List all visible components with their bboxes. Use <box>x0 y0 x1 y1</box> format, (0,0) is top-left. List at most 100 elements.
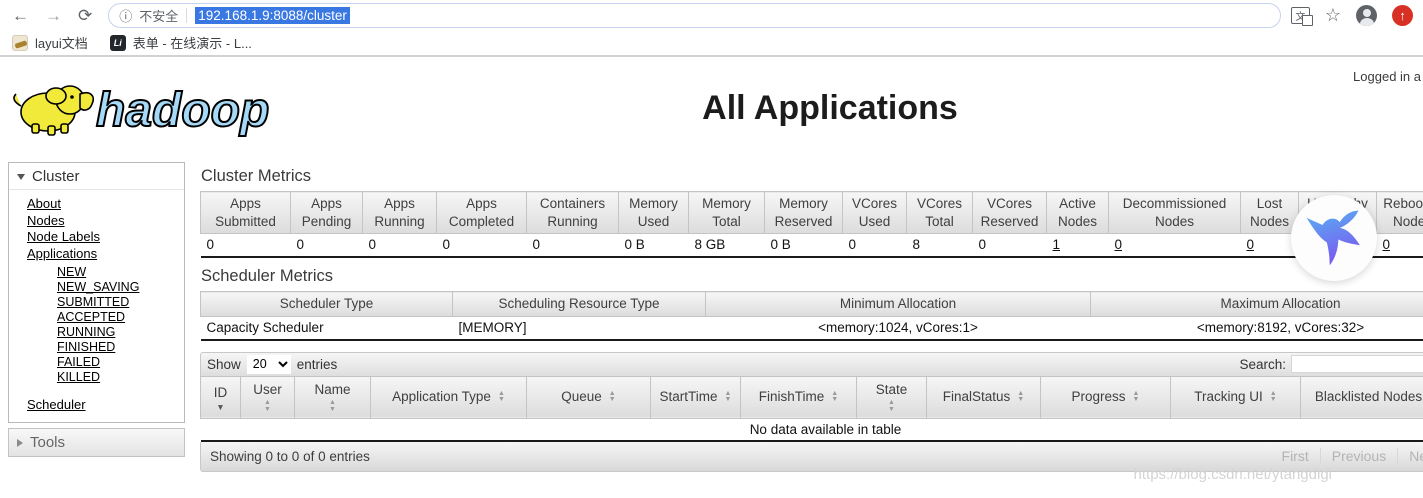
sidebar-link[interactable]: Node Labels <box>27 229 100 244</box>
sidebar-link[interactable]: Nodes <box>27 212 65 228</box>
cluster-metrics-value[interactable]: 0 <box>200 233 291 259</box>
pagination: First PreviousNext <box>1271 442 1423 471</box>
pagination-button[interactable]: Next <box>1397 448 1423 465</box>
cluster-metrics-column-header: Apps Running <box>362 190 437 235</box>
pagination-button[interactable]: First <box>1281 448 1309 465</box>
page-length-control: Show 20 entries <box>207 354 337 374</box>
empty-message: No data available in table <box>200 418 1423 442</box>
sidebar-tools-header[interactable]: Tools <box>8 428 185 457</box>
state-link[interactable]: NEW <box>57 265 87 279</box>
info-icon[interactable]: ⓘ <box>119 8 133 24</box>
address-bar[interactable]: ⓘ 不安全 192.168.1.9:8088/cluster <box>108 2 1281 28</box>
url-text[interactable]: 192.168.1.9:8088/cluster <box>195 6 350 24</box>
column-header-label: FinalStatus <box>942 389 1011 405</box>
applications-column-header[interactable]: Progress <box>1040 375 1171 419</box>
yarn-page: Logged in a hadoop All Applications Clus… <box>0 57 1423 496</box>
cluster-metrics-column-header: Rebooted Nodes <box>1376 190 1423 235</box>
sort-icon <box>725 391 732 404</box>
cluster-metrics-column-header: VCores Total <box>906 190 973 235</box>
applications-column-header[interactable]: User <box>240 375 295 419</box>
sidebar-link-scheduler[interactable]: Scheduler <box>27 397 86 412</box>
cluster-metrics-column-header: Lost Nodes <box>1240 190 1299 235</box>
cluster-metrics-value[interactable]: 1 <box>1046 233 1109 259</box>
applications-column-header[interactable]: FinalStatus <box>926 375 1041 419</box>
applications-column-header[interactable]: Tracking UI <box>1170 375 1301 419</box>
state-link[interactable]: SUBMITTED <box>57 295 130 309</box>
cluster-metrics-value[interactable]: 8 <box>906 233 973 259</box>
cluster-metrics-value[interactable]: 0 <box>526 233 619 259</box>
sidebar-cluster-header[interactable]: Cluster <box>9 163 184 190</box>
applications-column-header[interactable]: State <box>856 375 927 419</box>
hadoop-logo-text: hadoop <box>96 84 269 137</box>
state-link[interactable]: FINISHED <box>57 340 116 354</box>
page-size-select[interactable]: 20 <box>246 354 291 374</box>
sort-icon <box>888 400 895 413</box>
cluster-metrics-value[interactable]: 0 <box>1240 233 1299 259</box>
scheduler-metrics-column-header: Maximum Allocation <box>1090 291 1423 317</box>
cluster-metrics-column-header: Decommissioned Nodes <box>1108 190 1241 235</box>
cluster-metrics-value[interactable]: 0 B <box>764 233 843 259</box>
sidebar-link[interactable]: About <box>27 196 61 211</box>
bookmark-star-icon[interactable]: ☆ <box>1324 5 1341 25</box>
sidebar-link-item: About <box>27 196 184 213</box>
scheduler-metrics-value: Capacity Scheduler <box>200 316 453 341</box>
bookmark-layui-docs[interactable]: layui文档 <box>12 33 88 52</box>
applications-column-header[interactable]: FinishTime <box>740 375 857 419</box>
state-link[interactable]: KILLED <box>57 370 101 384</box>
hadoop-logo: hadoop <box>4 74 304 143</box>
cluster-metrics-value[interactable]: 0 <box>436 233 527 259</box>
security-label: 不安全 <box>139 8 179 24</box>
tools-section-label: Tools <box>30 434 66 451</box>
datatable-footer: Showing 0 to 0 of 0 entries First Previou… <box>200 441 1423 472</box>
profile-avatar-icon[interactable] <box>1356 4 1377 26</box>
logged-in-text: Logged in a <box>1353 69 1421 84</box>
xunlei-float-widget[interactable] <box>1291 195 1377 281</box>
search-input[interactable] <box>1291 355 1423 374</box>
chrome-update-icon[interactable]: ↑ <box>1392 4 1413 26</box>
cluster-section-label: Cluster <box>32 168 80 185</box>
column-header-label: Tracking UI <box>1194 389 1263 405</box>
bookmarks-bar: layui文档 Li 表单 - 在线演示 - L... <box>0 30 1423 57</box>
cluster-metrics-value[interactable]: 0 <box>362 233 437 259</box>
scheduler-metrics-column-header: Minimum Allocation <box>705 291 1091 317</box>
cluster-metrics-value[interactable]: 0 <box>1376 233 1423 259</box>
sort-icon <box>498 391 505 404</box>
applications-column-header[interactable]: Name <box>294 375 371 419</box>
applications-column-header[interactable]: Application Type <box>370 375 527 419</box>
cluster-metrics-value[interactable]: 0 <box>1108 233 1241 259</box>
chevron-right-icon <box>17 438 23 447</box>
applications-table: ID User Name <box>200 375 1423 442</box>
applications-column-header[interactable]: StartTime <box>650 375 741 419</box>
state-link[interactable]: ACCEPTED <box>57 310 126 324</box>
cluster-metrics-value[interactable]: 0 <box>972 233 1047 259</box>
bookmark-layui-form[interactable]: Li 表单 - 在线演示 - L... <box>109 33 252 52</box>
column-header-label: Name <box>314 381 351 397</box>
forward-icon[interactable]: → <box>45 5 62 25</box>
state-link[interactable]: RUNNING <box>57 325 116 339</box>
cluster-metrics-column-header: Apps Pending <box>290 190 363 235</box>
sidebar-link-item: Nodes <box>27 213 184 230</box>
state-link[interactable]: NEW_SAVING <box>57 280 140 294</box>
state-link[interactable]: FAILED <box>57 355 101 369</box>
hadoop-logo-image: hadoop <box>13 83 270 138</box>
applications-column-header[interactable]: ID <box>200 375 241 419</box>
back-icon[interactable]: ← <box>12 5 29 25</box>
sort-icon <box>831 391 838 404</box>
applications-column-header[interactable]: Queue <box>526 375 651 419</box>
cluster-metrics-value[interactable]: 8 GB <box>688 233 765 259</box>
pagination-button[interactable]: Previous <box>1319 448 1397 465</box>
cluster-metrics-value[interactable]: 0 <box>290 233 363 259</box>
cluster-metrics-value[interactable]: 0 B <box>618 233 689 259</box>
sidebar-link-item: Applications <box>27 246 184 263</box>
showing-entries-info: Showing 0 to 0 of 0 entries <box>210 448 370 464</box>
sidebar-link[interactable]: Applications <box>27 245 98 261</box>
search-control: Search: <box>1239 355 1423 374</box>
cluster-metrics-value[interactable]: 0 <box>842 233 907 259</box>
translate-icon[interactable]: 文 <box>1290 6 1313 26</box>
applications-column-header[interactable]: Blacklisted Nodes <box>1300 375 1423 419</box>
refresh-icon[interactable]: ⟳ <box>78 5 93 25</box>
